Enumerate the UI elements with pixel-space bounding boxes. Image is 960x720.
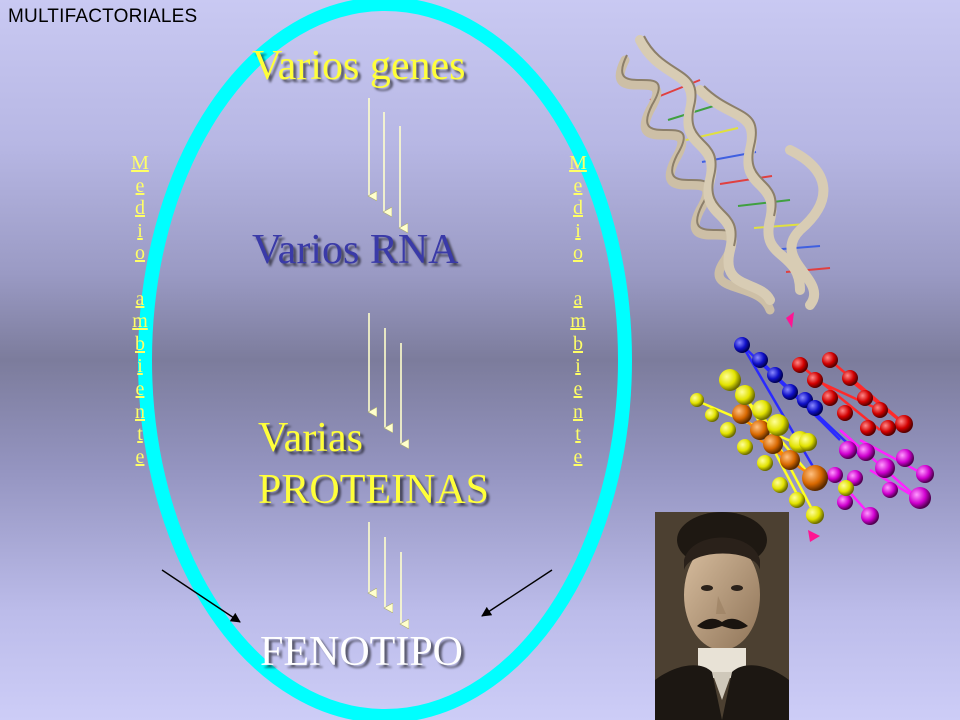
environment-letter: m [132, 310, 148, 333]
environment-letter: a [573, 287, 583, 310]
environment-letter: e [573, 377, 583, 400]
environment-letter: n [135, 400, 145, 423]
environment-letter: t [575, 423, 581, 446]
environment-letter: i [575, 219, 581, 242]
arrows-genes-to-rna [369, 98, 400, 228]
dna-double-helix-icon [615, 35, 831, 328]
proteins-label-line1: Varias [258, 415, 363, 461]
protein-molecule-model-icon [690, 337, 934, 542]
environment-letter: i [137, 355, 143, 378]
environment-letter: M [131, 152, 149, 174]
environment-letter: d [135, 197, 145, 220]
rna-label: Varios RNA [252, 227, 459, 273]
phenotype-label: FENOTIPO [260, 629, 464, 675]
environment-letter: M [569, 152, 587, 174]
environment-letter: m [570, 310, 586, 333]
environment-letter: e [135, 377, 145, 400]
cell-ellipse [138, 0, 632, 720]
environment-letter: a [135, 287, 145, 310]
genes-label: Varios genes [252, 43, 466, 89]
mustached-man-portrait [655, 512, 789, 720]
environment-letter: i [575, 355, 581, 378]
environment-letter: n [573, 400, 583, 423]
environment-letter [128, 265, 152, 288]
environment-letter: e [573, 445, 583, 468]
arrows-proteins-to-phenotype [369, 522, 401, 624]
environment-letter: o [135, 242, 145, 265]
environment-letter: d [573, 197, 583, 220]
proteins-label-line2: PROTEINAS [258, 467, 490, 513]
environment-letter: b [135, 332, 145, 355]
slide-corner-title: MULTIFACTORIALES [8, 6, 198, 27]
environment-letter: b [573, 332, 583, 355]
environment-letter: i [137, 219, 143, 242]
arrow-environment-right [481, 569, 553, 617]
arrows-rna-to-proteins [369, 313, 401, 444]
environment-letter: e [135, 445, 145, 468]
environment-letter: o [573, 242, 583, 265]
environment-letter [566, 265, 590, 288]
environment-letter: t [137, 423, 143, 446]
environment-letter: e [135, 174, 145, 197]
environment-letter: e [573, 174, 583, 197]
arrow-environment-left [161, 569, 241, 623]
